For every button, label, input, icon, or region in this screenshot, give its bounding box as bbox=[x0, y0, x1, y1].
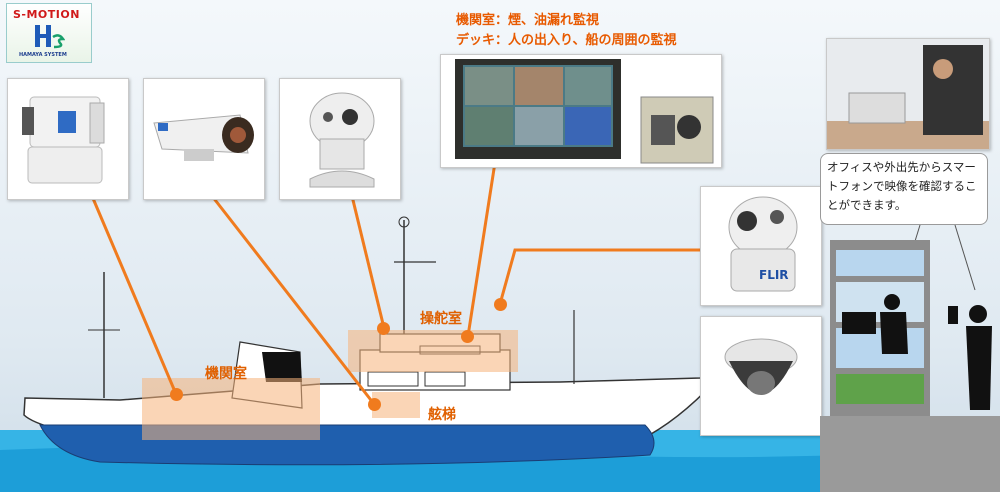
engine-room-label: 機関室 bbox=[205, 366, 247, 382]
monitor-caption-line2: デッキ：人の出入り、船の周囲の監視 bbox=[456, 33, 677, 48]
connector-bridge-left bbox=[350, 195, 386, 329]
camera-panel-flir: FLIR bbox=[700, 186, 822, 306]
funnel bbox=[262, 352, 302, 382]
camera-location-dot bbox=[170, 388, 183, 401]
phone-user-icon bbox=[948, 305, 992, 410]
bridge-zone bbox=[348, 330, 518, 372]
control-panel-icon bbox=[640, 96, 714, 164]
hs-mark-icon bbox=[35, 25, 65, 49]
speech-bubble: オフィスや外出先からスマートフォンで映像を確認することができます。 bbox=[820, 153, 988, 225]
office-scene bbox=[820, 240, 1000, 492]
camera-location-dot bbox=[377, 322, 390, 335]
ptz-dome-camera-icon bbox=[724, 338, 798, 395]
s-motion-logo: S-MOTION HAMAYA SYSTEM bbox=[6, 3, 92, 63]
laptop-user-icon bbox=[842, 294, 908, 354]
bullet-camera-icon bbox=[153, 114, 254, 161]
camera-panel-pan-tilt bbox=[7, 78, 129, 200]
bridge-label: 操舵室 bbox=[420, 311, 462, 327]
dome-camera-icon bbox=[309, 92, 375, 188]
monitor-panel bbox=[440, 54, 722, 168]
office-photo-panel bbox=[826, 38, 990, 150]
pan-tilt-camera-icon bbox=[22, 96, 105, 184]
connector-ladder bbox=[210, 195, 376, 405]
ship-hull-lower bbox=[39, 424, 655, 466]
logo-sub-text: HAMAYA SYSTEM bbox=[19, 52, 67, 58]
camera-panel-dome bbox=[279, 78, 401, 200]
mast-light bbox=[398, 216, 410, 228]
camera-location-dot bbox=[368, 398, 381, 411]
connector-flir bbox=[498, 248, 700, 305]
speech-bubble-text: オフィスや外出先からスマートフォンで映像を確認することができます。 bbox=[827, 160, 977, 212]
ladder-label: 舷梯 bbox=[428, 407, 456, 423]
connector-engine-room bbox=[90, 195, 178, 395]
flir-brand-label: FLIR bbox=[759, 268, 789, 282]
logo-brand-text: S-MOTION bbox=[13, 8, 80, 21]
connector-monitor bbox=[466, 155, 498, 337]
camera-panel-ptz-dome bbox=[700, 316, 822, 436]
flir-camera-icon: FLIR bbox=[728, 196, 798, 292]
engine-room-zone bbox=[142, 378, 320, 440]
monitor-icon bbox=[455, 59, 714, 164]
camera-location-dot bbox=[494, 298, 507, 311]
monitor-caption-line1: 機関室：煙、油漏れ監視 bbox=[456, 13, 600, 28]
camera-location-dot bbox=[461, 330, 474, 343]
camera-panel-bullet bbox=[143, 78, 265, 200]
laptop-user-icon bbox=[827, 39, 989, 149]
bubble-tail-phone bbox=[954, 224, 976, 291]
